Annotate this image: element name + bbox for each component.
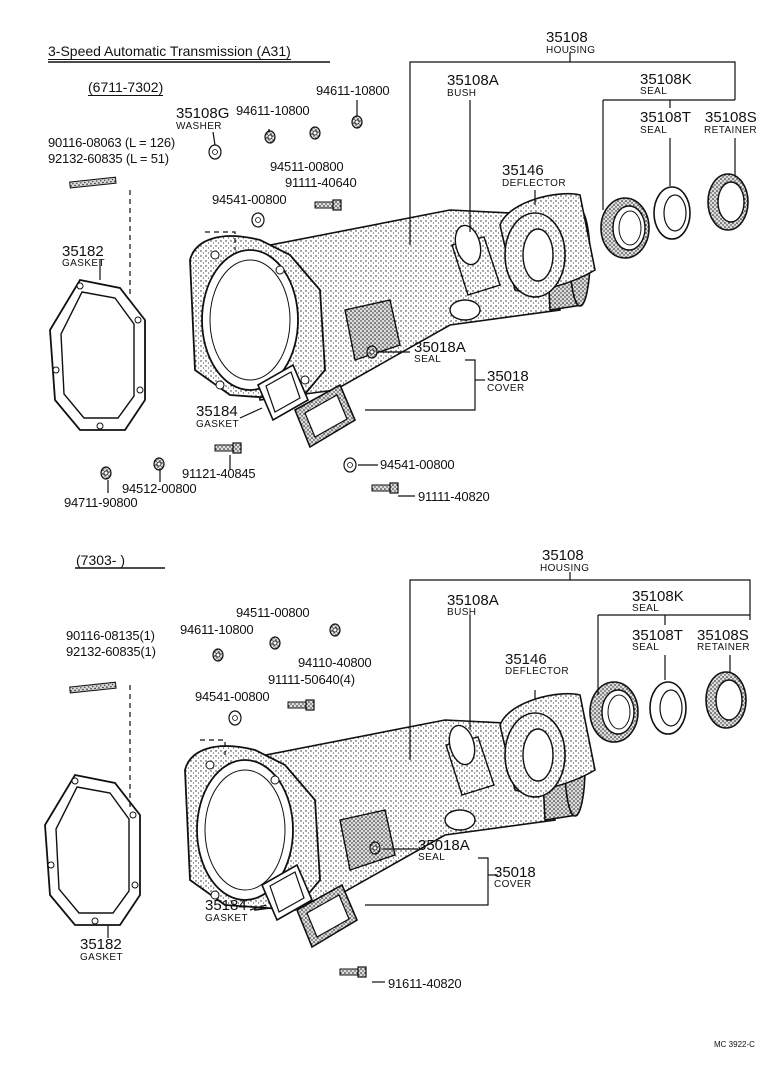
cover-seal-no-2: 35018A	[418, 837, 470, 854]
housing-name: HOUSING	[546, 45, 596, 56]
washer-g-name: WASHER	[176, 121, 222, 132]
bush-name-2: BUSH	[447, 607, 477, 618]
washer-35108g	[208, 144, 222, 160]
seal-35108k-2	[589, 681, 639, 743]
bolt-91111-40640	[314, 199, 342, 211]
bolt-91111-50640-2	[287, 699, 315, 711]
stud-a-2: 90116-08135(1)	[66, 628, 155, 643]
seal-35108t-2	[649, 681, 687, 735]
deflector-name: DEFLECTOR	[502, 178, 566, 189]
seal-k-name: SEAL	[640, 86, 668, 97]
section-1-parts	[48, 52, 749, 497]
bush-no: 35108A	[447, 72, 499, 89]
nut-94611-2	[212, 648, 224, 662]
washer-b: 94541-00800	[212, 192, 287, 207]
washer-d: 94541-00800	[380, 457, 455, 472]
bolt-91121	[214, 442, 242, 454]
reference-code: MC 3922-C	[714, 1040, 755, 1049]
lockwasher-94511	[309, 126, 321, 140]
bolt-c: 91111-40820	[418, 489, 490, 504]
stud-90116	[69, 176, 117, 189]
bolt-a-2: 91111-50640(4)	[268, 672, 355, 687]
section-2-parts	[44, 567, 751, 983]
nut-b: 94611-10800	[316, 83, 390, 98]
nut-c: 94711-90800	[64, 495, 138, 510]
lockwasher-94511-2	[269, 636, 281, 650]
bush-no-2: 35108A	[447, 592, 499, 609]
section-1-range: (6711-7302)	[88, 79, 164, 96]
washer-b-2: 94541-00800	[195, 689, 270, 704]
section-2-range: (7303- )	[76, 552, 126, 568]
seal-t-name-2: SEAL	[632, 642, 660, 653]
seal-t-no-2: 35108T	[632, 627, 683, 644]
stud-b-2: 92132-60835(1)	[66, 644, 156, 659]
cover-seal-name: SEAL	[414, 354, 442, 365]
washer-94541	[251, 212, 265, 228]
gasket-name: GASKET	[62, 258, 105, 269]
seal-k-name-2: SEAL	[632, 603, 660, 614]
nut-94611-b	[351, 115, 363, 129]
seal-t-name: SEAL	[640, 125, 668, 136]
diagram-title: 3-Speed Automatic Transmission (A31)	[48, 43, 291, 60]
gasket-no-2: 35182	[80, 936, 122, 953]
retainer-35108s	[707, 173, 749, 231]
gasket-no: 35182	[62, 243, 104, 260]
deflector-name-2: DEFLECTOR	[505, 666, 569, 677]
cover-name-2: COVER	[494, 879, 532, 890]
stud-b: 92132-60835 (L = 51)	[48, 151, 169, 166]
housing-no: 35108	[546, 29, 588, 46]
bolt-91611-2	[339, 966, 367, 978]
lockwasher-2: 94511-00800	[236, 605, 310, 620]
cover-no-2: 35018	[494, 864, 536, 881]
nut-a: 94611-10800	[236, 103, 310, 118]
stud-a: 90116-08063 (L = 126)	[48, 135, 175, 150]
seal-k-no-2: 35108K	[632, 588, 684, 605]
nut-94110-2	[329, 623, 341, 637]
cover-gasket-name: GASKET	[196, 419, 239, 430]
cover-no: 35018	[487, 368, 529, 385]
bolt-a: 91111-40640	[285, 175, 357, 190]
bolt-c-2: 91611-40820	[388, 976, 462, 991]
seal-35108k	[600, 197, 650, 259]
housing-name-2: HOUSING	[540, 563, 590, 574]
seal-k-no: 35108K	[640, 71, 692, 88]
retainer-name-2: RETAINER	[697, 642, 751, 653]
gasket-35182-2	[44, 774, 141, 926]
washer-94541-2	[228, 710, 242, 726]
lockwasher: 94511-00800	[270, 159, 344, 174]
cover-gasket-no: 35184	[196, 403, 238, 420]
retainer-no-2: 35108S	[697, 627, 749, 644]
gasket-name-2: GASKET	[80, 952, 123, 963]
seal-35108t	[653, 186, 691, 240]
deflector-no: 35146	[502, 162, 544, 179]
bush-name: BUSH	[447, 88, 477, 99]
cover-name: COVER	[487, 383, 525, 394]
retainer-35108s-2	[705, 671, 747, 729]
washer-94512	[153, 457, 165, 471]
nut-94711	[100, 466, 112, 480]
washer-g-no: 35108G	[176, 105, 230, 122]
deflector-no-2: 35146	[505, 651, 547, 668]
cover-seal-name-2: SEAL	[418, 852, 446, 863]
gasket-35182	[49, 279, 146, 431]
washer-94541-b	[343, 457, 357, 473]
washer-c: 94512-00800	[122, 481, 197, 496]
cover-gasket-name-2: GASKET	[205, 913, 248, 924]
nut-94611	[264, 130, 276, 144]
retainer-no: 35108S	[705, 109, 757, 126]
bolt-91111-40820	[371, 482, 399, 494]
seal-t-no: 35108T	[640, 109, 691, 126]
seal-35018a-2	[369, 841, 381, 855]
retainer-name: RETAINER	[704, 125, 758, 136]
bolt-b: 91121-40845	[182, 466, 256, 481]
cover-gasket-no-2: 35184	[205, 897, 247, 914]
housing-no-2: 35108	[542, 547, 584, 564]
nut-b-2: 94110-40800	[298, 655, 372, 670]
nut-a-2: 94611-10800	[180, 622, 254, 637]
cover-seal-no: 35018A	[414, 339, 466, 356]
seal-35018a	[366, 345, 378, 359]
stud-90116-2	[69, 681, 117, 694]
